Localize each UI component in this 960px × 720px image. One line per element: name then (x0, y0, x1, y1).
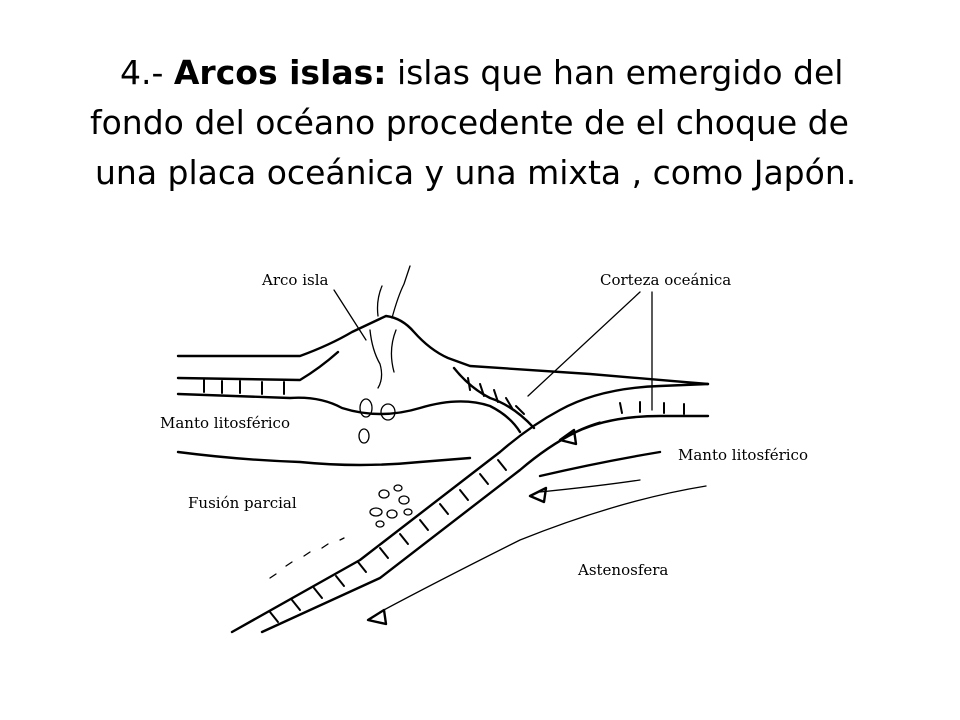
subducting-plate-ticks (269, 401, 685, 623)
magma-blob-2 (380, 403, 396, 421)
flow-arrowhead-lower (366, 608, 388, 626)
plate-top-edge (230, 382, 710, 634)
plate-motion-arrow (567, 421, 601, 437)
magma-conduits (369, 265, 411, 389)
heading-line-1-rest: islas que han emergido del (386, 53, 844, 92)
label-fusion-parcial: Fusión parcial (188, 494, 297, 512)
accretion-wedge-ticks (467, 377, 525, 415)
left-plate-ticks (203, 379, 285, 395)
crust-line-left-bottom (176, 392, 522, 434)
label-corteza-oceanica: Corteza oceánica (600, 271, 731, 289)
lithosphere-boundaries (176, 450, 707, 626)
heading-line-3: una placa oceánica y una mixta , como Ja… (95, 153, 857, 192)
sea-floor-upper-line (176, 314, 710, 386)
label-manto-litosferico-right: Manto litosférico (678, 446, 808, 464)
island-arc-volcano (176, 265, 710, 444)
flow-line-lower (379, 485, 707, 613)
label-astenosfera: Astenosfera (577, 561, 668, 579)
plate-arrowhead (558, 428, 578, 446)
plate-bottom-edge (260, 414, 710, 634)
heading-prefix: 4.- (120, 53, 174, 92)
partial-melt-zone (269, 484, 413, 579)
label-arco-isla: Arco isla (261, 271, 328, 289)
crust-line-left-top (176, 350, 340, 382)
slide-heading: 4.- Arcos islas: islas que han emergido … (60, 48, 910, 198)
leader-arco-isla (333, 289, 367, 341)
flow-line-upper (539, 479, 641, 493)
left-lithosphere-base (176, 450, 472, 467)
label-manto-litosferico-left: Manto litosférico (160, 414, 290, 432)
heading-line-1: 4.- Arcos islas: islas que han emergido … (60, 48, 910, 98)
right-lithosphere-base (538, 450, 662, 478)
leader-corteza-left (527, 291, 641, 397)
flow-arrowhead-upper (528, 486, 548, 504)
heading-term: Arcos islas: (173, 53, 387, 92)
leader-lines (333, 289, 653, 411)
heading-line-2: fondo del océano procedente de el choque… (90, 103, 849, 142)
magma-blob-3 (358, 428, 370, 444)
magma-blob-1 (359, 398, 373, 418)
accretion-wedge-outer (452, 366, 536, 430)
subducting-plate (230, 382, 710, 634)
melt-dashes (269, 537, 345, 579)
